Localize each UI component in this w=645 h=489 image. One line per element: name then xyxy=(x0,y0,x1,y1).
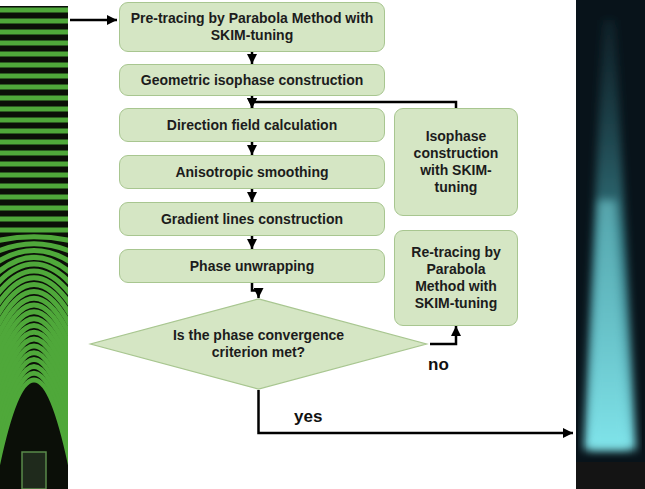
flow-arrow xyxy=(251,142,254,155)
flow-arrow xyxy=(252,283,259,298)
process-box: Isophase construction with SKIM-tuning xyxy=(394,108,518,216)
flow-arrow xyxy=(251,189,254,202)
fringe xyxy=(0,74,68,79)
nozzle xyxy=(22,452,46,489)
fringe xyxy=(0,195,68,200)
node-text: Phase unwrapping xyxy=(190,258,314,275)
process-box: Re-tracing by Parabola Method with SKIM-… xyxy=(394,230,518,326)
fringe xyxy=(0,228,68,233)
fringe xyxy=(0,8,68,13)
decision-diamond: Is the phase convergence criterion met? xyxy=(87,298,430,390)
fringe xyxy=(0,173,68,178)
process-box: Geometric isophase construction xyxy=(119,64,385,96)
fringe xyxy=(0,107,68,112)
interferogram-fringes xyxy=(0,10,68,472)
fringe xyxy=(0,129,68,134)
flow-arrow xyxy=(430,326,456,344)
fringe xyxy=(0,41,68,46)
fringe xyxy=(0,118,68,123)
node-text: Isophase construction with SKIM-tuning xyxy=(401,128,511,195)
fringe xyxy=(0,63,68,68)
node-text: Pre-tracing by Parabola Method with SKIM… xyxy=(126,10,378,44)
output-arrow xyxy=(259,390,574,433)
branch-label: yes xyxy=(292,408,324,427)
process-box: Phase unwrapping xyxy=(119,249,385,283)
flame-core xyxy=(590,200,628,450)
flame-plume xyxy=(584,20,636,450)
node-text: Geometric isophase construction xyxy=(141,72,364,89)
node-text: Re-tracing by Parabola Method with SKIM-… xyxy=(401,244,511,311)
flow-arrow xyxy=(251,52,254,64)
edge-label: no xyxy=(426,356,451,375)
process-box: Direction field calculation xyxy=(119,108,385,142)
node-text: Gradient lines construction xyxy=(161,211,343,228)
fringe xyxy=(0,162,68,167)
fringe xyxy=(0,30,68,35)
process-box: Anisotropic smoothing xyxy=(119,155,385,189)
flow-arrow xyxy=(251,236,254,249)
fringe xyxy=(0,237,68,241)
node-text: Is the phase convergence criterion met? xyxy=(152,327,365,361)
burner-base xyxy=(576,462,645,489)
fringe xyxy=(0,85,68,90)
process-box: Gradient lines construction xyxy=(119,202,385,236)
fringe xyxy=(0,140,68,145)
fringe xyxy=(0,52,68,57)
fringe xyxy=(0,96,68,101)
process-box: Pre-tracing by Parabola Method with SKIM… xyxy=(119,2,385,52)
node-text: Anisotropic smoothing xyxy=(175,164,328,181)
flame-photo-background xyxy=(576,0,645,489)
fringe xyxy=(0,217,68,222)
fringe xyxy=(0,184,68,189)
input-arrow xyxy=(70,19,117,22)
fringe xyxy=(0,19,68,24)
node-text: Direction field calculation xyxy=(167,117,337,134)
fringe xyxy=(0,151,68,156)
fringe xyxy=(0,206,68,211)
